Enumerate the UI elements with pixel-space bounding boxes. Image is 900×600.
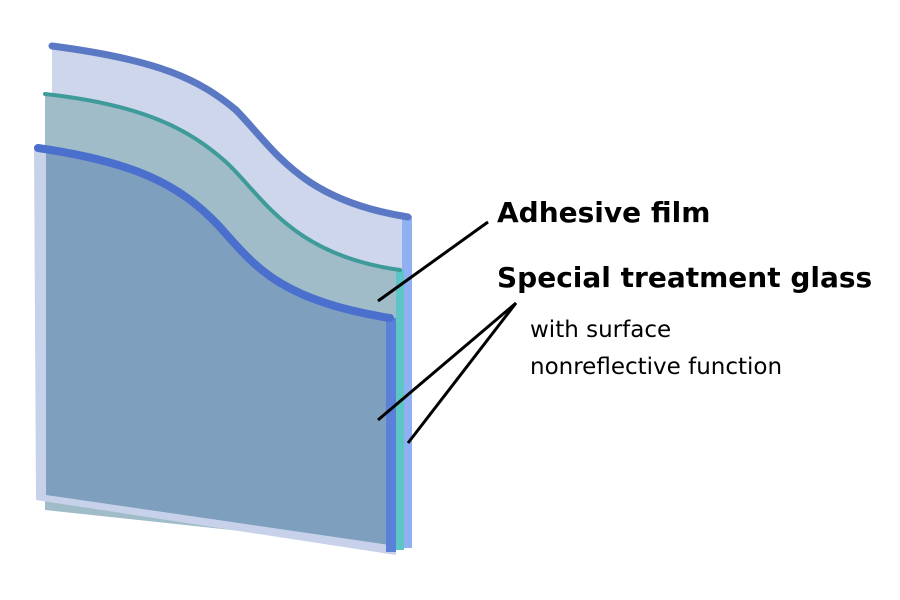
front-glass-face <box>38 148 390 545</box>
film-top-edge <box>43 92 402 272</box>
back-glass-side-edge <box>402 216 412 548</box>
front-glass-top-edge <box>34 144 394 322</box>
label-special-treatment-glass: Special treatment glass <box>497 261 872 294</box>
label-glass-note-line2: nonreflective function <box>530 354 782 380</box>
front-glass-sheet <box>34 144 396 555</box>
leader-line-adhesive-film <box>377 220 489 303</box>
back-glass-top-edge <box>48 42 412 221</box>
front-glass-side-edge <box>386 318 396 552</box>
label-adhesive-film: Adhesive film <box>497 196 710 229</box>
label-glass-note-line1: with surface <box>530 317 671 343</box>
leader-lines <box>377 220 518 444</box>
film-side-edge <box>396 270 404 550</box>
leader-line-special-glass-front <box>377 301 517 422</box>
leader-line-special-glass-back <box>406 302 518 444</box>
